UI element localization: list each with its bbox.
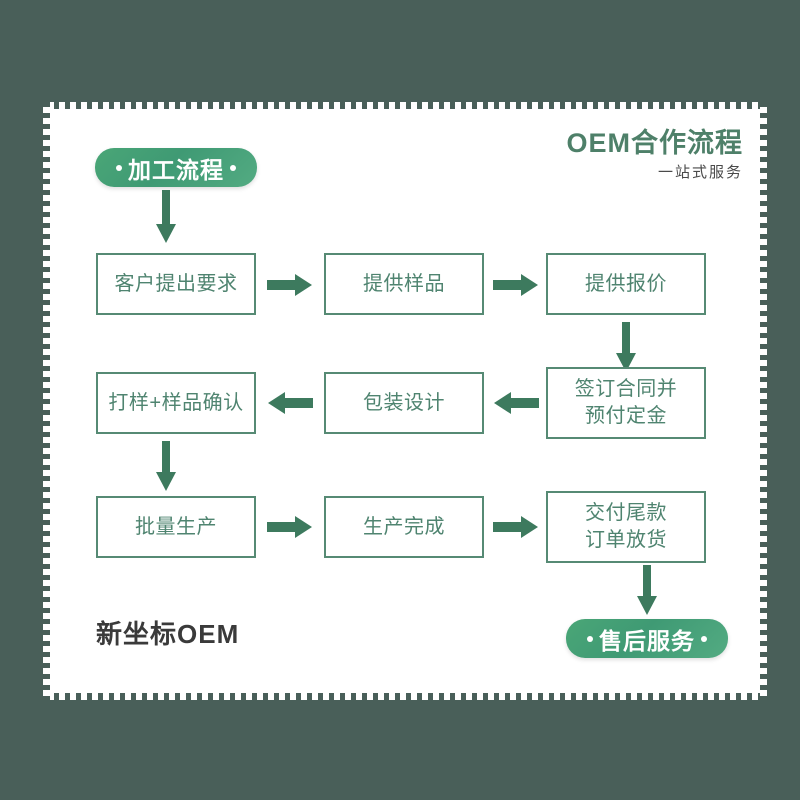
page-title: OEM合作流程 [566,128,743,158]
step-box-mass-production[interactable]: 批量生产 [96,496,256,558]
arrow-right-r3-2 [493,516,539,538]
step-label-line2: 订单放货 [585,529,667,551]
card-edge-bottom [43,693,767,700]
step-box-sample-confirm[interactable]: 打样+样品确认 [96,372,256,434]
dot-icon [587,635,593,642]
arrow-left-r2-2 [493,392,539,414]
brand-name: 新坐标OEM [96,619,240,649]
badge-after-sales[interactable]: 售后服务 [566,619,728,658]
step-box-sign-contract-deposit[interactable]: 签订合同并 预付定金 [546,367,706,439]
page-subtitle: 一站式服务 [657,164,743,181]
step-label: 提供报价 [585,272,667,295]
step-box-provide-sample[interactable]: 提供样品 [324,253,484,315]
step-box-package-design[interactable]: 包装设计 [324,372,484,434]
page-title-block: OEM合作流程 一站式服务 [566,126,743,186]
arrow-down-quote-to-contract [615,322,637,374]
step-label-line1: 交付尾款 [585,502,667,524]
card-edge-right [760,102,767,700]
arrow-down-confirm-to-production [155,441,177,493]
step-label-line2: 预付定金 [585,405,667,427]
step-label: 客户提出要求 [114,272,238,295]
arrow-right-r1-1 [267,274,313,296]
flowchart-card: OEM合作流程 一站式服务 加工流程 客户提出要求 提供样品 提供报价 [43,102,767,700]
badge-after-sales-label: 售后服务 [599,627,695,654]
card-edge-left [43,102,50,700]
step-box-provide-quote[interactable]: 提供报价 [546,253,706,315]
arrow-down-to-after-sales [636,565,658,617]
arrow-down-badge-to-step1 [155,190,177,246]
step-label: 打样+样品确认 [108,391,244,414]
arrow-right-r3-1 [267,516,313,538]
dot-icon [230,164,236,171]
step-box-customer-request[interactable]: 客户提出要求 [96,253,256,315]
step-label: 生产完成 [363,515,445,538]
arrow-right-r1-2 [493,274,539,296]
step-label: 提供样品 [363,272,445,295]
badge-process-flow[interactable]: 加工流程 [95,148,257,187]
step-label: 包装设计 [363,391,445,414]
dot-icon [701,635,707,642]
dot-icon [116,164,122,171]
step-box-production-complete[interactable]: 生产完成 [324,496,484,558]
arrow-left-r2-1 [267,392,313,414]
step-label: 批量生产 [135,515,217,538]
step-label-line1: 签订合同并 [574,378,678,400]
badge-process-flow-label: 加工流程 [128,156,224,183]
card-edge-top [43,102,767,109]
step-box-final-payment-release[interactable]: 交付尾款 订单放货 [546,491,706,563]
